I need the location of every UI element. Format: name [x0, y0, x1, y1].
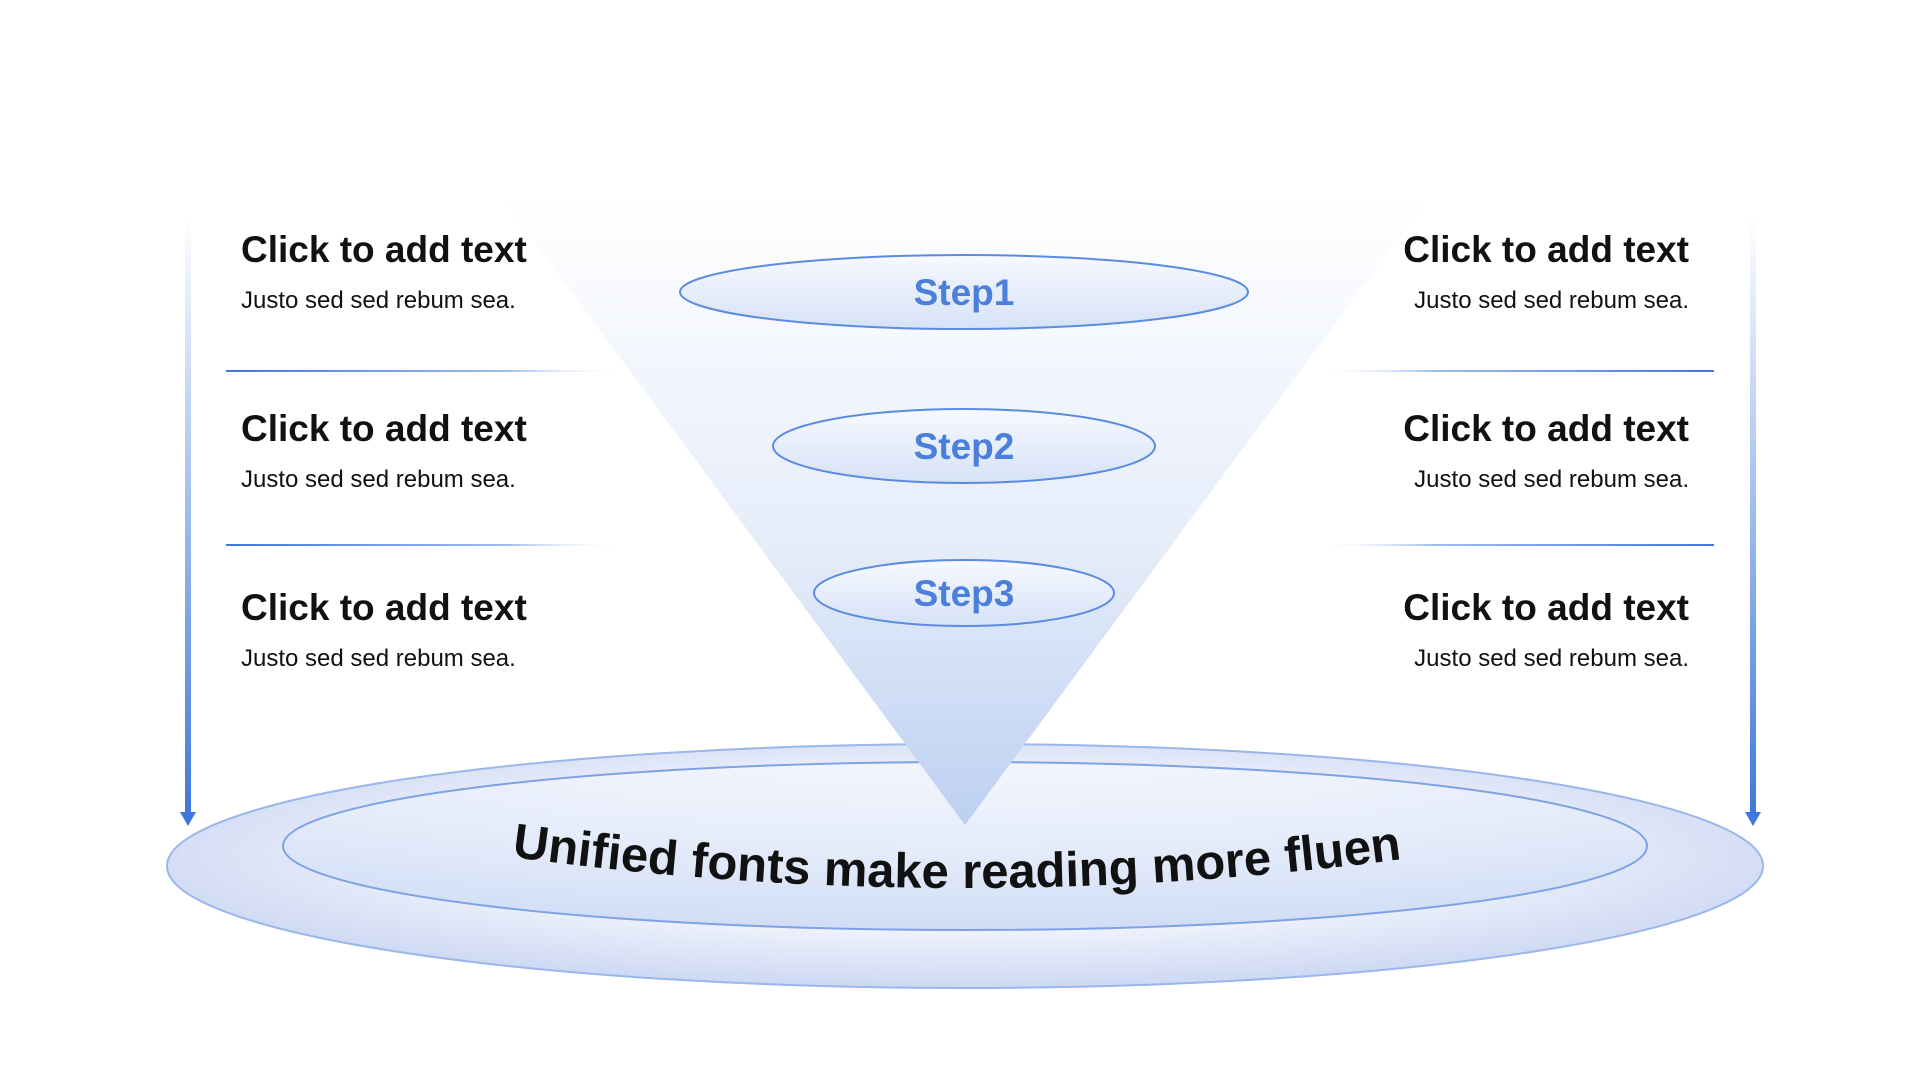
- left-divider-1: [226, 370, 626, 372]
- right-divider-1: [1314, 370, 1714, 372]
- right-block-3-body: Justo sed sed rebum sea.: [1414, 645, 1689, 672]
- left-block-1[interactable]: Click to add text Justo sed sed rebum se…: [241, 228, 661, 316]
- left-block-3-title: Click to add text: [241, 587, 527, 628]
- right-block-3[interactable]: Click to add text Justo sed sed rebum se…: [1269, 586, 1689, 674]
- left-block-2-body: Justo sed sed rebum sea.: [241, 466, 516, 493]
- step-1-ellipse: [679, 254, 1249, 330]
- left-block-1-title: Click to add text: [241, 229, 527, 270]
- step-1-label: Step1: [914, 272, 1015, 313]
- right-block-1[interactable]: Click to add text Justo sed sed rebum se…: [1269, 228, 1689, 316]
- right-block-2[interactable]: Click to add text Justo sed sed rebum se…: [1269, 407, 1689, 495]
- step-3[interactable]: Step3: [813, 559, 1115, 627]
- left-arrow-icon: [180, 215, 196, 826]
- step-2-label: Step2: [914, 426, 1015, 467]
- right-block-1-title: Click to add text: [1403, 229, 1689, 270]
- step-3-ellipse: [813, 559, 1115, 627]
- left-block-3-body: Justo sed sed rebum sea.: [241, 645, 516, 672]
- step-1[interactable]: Step1: [679, 254, 1249, 330]
- left-block-2[interactable]: Click to add text Justo sed sed rebum se…: [241, 407, 661, 495]
- step-2[interactable]: Step2: [772, 408, 1156, 484]
- left-block-3[interactable]: Click to add text Justo sed sed rebum se…: [241, 586, 661, 674]
- right-divider-2: [1314, 544, 1714, 546]
- left-block-2-title: Click to add text: [241, 408, 527, 449]
- right-block-2-title: Click to add text: [1403, 408, 1689, 449]
- left-divider-2: [226, 544, 626, 546]
- right-block-1-body: Justo sed sed rebum sea.: [1414, 287, 1689, 314]
- left-block-1-body: Justo sed sed rebum sea.: [241, 287, 516, 314]
- step-3-label: Step3: [914, 573, 1015, 614]
- right-block-2-body: Justo sed sed rebum sea.: [1414, 466, 1689, 493]
- right-arrow-icon: [1745, 215, 1761, 826]
- funnel-shape: [500, 195, 1430, 825]
- right-block-3-title: Click to add text: [1403, 587, 1689, 628]
- step-2-ellipse: [772, 408, 1156, 484]
